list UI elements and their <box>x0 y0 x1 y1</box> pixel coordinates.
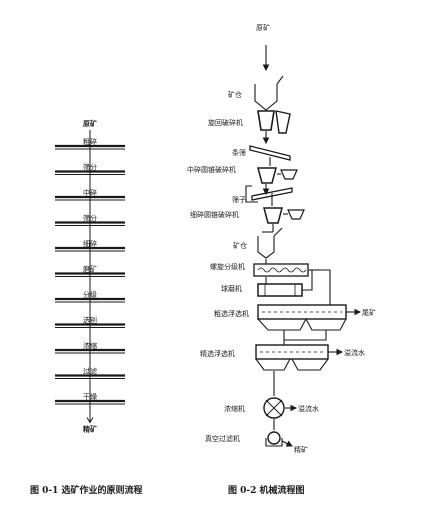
fine-cone-crusher-label: 细碎圆锥破碎机 <box>190 210 239 219</box>
raw-ore-input-label: 原矿 <box>83 119 97 128</box>
rougher-hopper-1 <box>257 318 307 331</box>
ore-bin-2-label: 矿仓 <box>233 241 247 250</box>
ore-bin-2-icon <box>257 236 275 259</box>
screen-icon <box>251 187 293 201</box>
ore-bin-1-chute <box>276 75 284 85</box>
output-arrow <box>86 417 94 424</box>
screen-label: 筛子 <box>232 195 246 204</box>
stage-label: 干燥 <box>83 392 97 401</box>
stage-label: 筛分 <box>83 163 97 172</box>
spiral-classifier-label: 螺旋分级机 <box>210 262 245 271</box>
concentrate-output-label: 精矿 <box>83 425 97 434</box>
figure-0-1-caption: 图 0-1 选矿作业的原则流程 <box>30 486 143 496</box>
stage-label: 浓缩 <box>83 341 97 350</box>
overflow-to-rougher <box>320 269 331 305</box>
fine-crusher-motor-icon <box>287 209 305 220</box>
stage-label: 磨矿 <box>83 265 97 274</box>
mechanical-flowsheet-labels: 原矿 矿仓 旋回破碎机 条筛 中碎圆锥破碎机 筛子 细碎圆锥破碎机 矿仓 螺旋分… <box>187 23 376 454</box>
thickener-icon <box>263 397 285 419</box>
ore-bin-1-icon <box>254 84 278 111</box>
rougher-froth <box>284 330 327 341</box>
rougher-flotation-label: 粗选浮选机 <box>214 309 249 318</box>
tailings-label: 尾矿 <box>362 308 376 317</box>
mill-to-classifier-loop <box>302 269 313 291</box>
thickener-cross <box>265 399 283 417</box>
vacuum-filter-label: 真空过滤机 <box>205 434 240 443</box>
figure-0-2-caption: 图 0-2 机械流程图 <box>228 486 305 496</box>
raw-ore-label: 原矿 <box>256 23 270 32</box>
mechanical-flowsheet <box>245 45 362 447</box>
rougher-flotation-icon <box>257 304 347 320</box>
concentrate-arrow <box>281 440 293 447</box>
ore-bin-1-label: 矿仓 <box>228 90 242 99</box>
gyratory-crusher-label: 旋回破碎机 <box>208 118 243 127</box>
screen-recycle-loop <box>245 185 258 203</box>
stage-label: 筛分 <box>83 214 97 223</box>
ore-bin-2-chute <box>273 227 283 237</box>
ball-mill-label: 球磨机 <box>221 284 242 293</box>
cleaner-froth-label: 溢流水 <box>344 348 365 357</box>
medium-crusher-motor-icon <box>280 169 298 180</box>
medium-cone-crusher-label: 中碎圆锥破碎机 <box>187 165 236 174</box>
medium-cone-crusher-icon <box>257 167 277 184</box>
cleaner-hopper-2 <box>291 358 329 371</box>
stage-label: 分级 <box>83 290 97 299</box>
gyratory-crusher-icon <box>257 110 275 131</box>
concentrate-label: 精矿 <box>294 445 308 454</box>
spiral-flight-icon <box>257 267 307 273</box>
rougher-hopper-2 <box>305 318 347 331</box>
overflow-water-label: 溢流水 <box>298 404 319 413</box>
stage-label: 过滤 <box>83 367 97 376</box>
cleaner-hopper-1 <box>255 358 291 371</box>
vacuum-filter-trough-icon <box>265 438 283 447</box>
vacuum-filter-drum-icon <box>267 431 281 445</box>
fine-cone-crusher-icon <box>263 207 283 224</box>
stage-label: 选别 <box>83 316 97 325</box>
stage-label: 粗碎 <box>83 137 97 146</box>
thickener-label: 浓缩机 <box>224 404 245 413</box>
stage-label: 细碎 <box>83 239 97 248</box>
stage-label: 中碎 <box>83 188 97 197</box>
grizzly-icon <box>249 145 291 161</box>
gyratory-crusher-side-icon <box>275 110 291 134</box>
grizzly-label: 条筛 <box>232 148 246 157</box>
cleaner-flotation-label: 精选浮选机 <box>200 349 235 358</box>
